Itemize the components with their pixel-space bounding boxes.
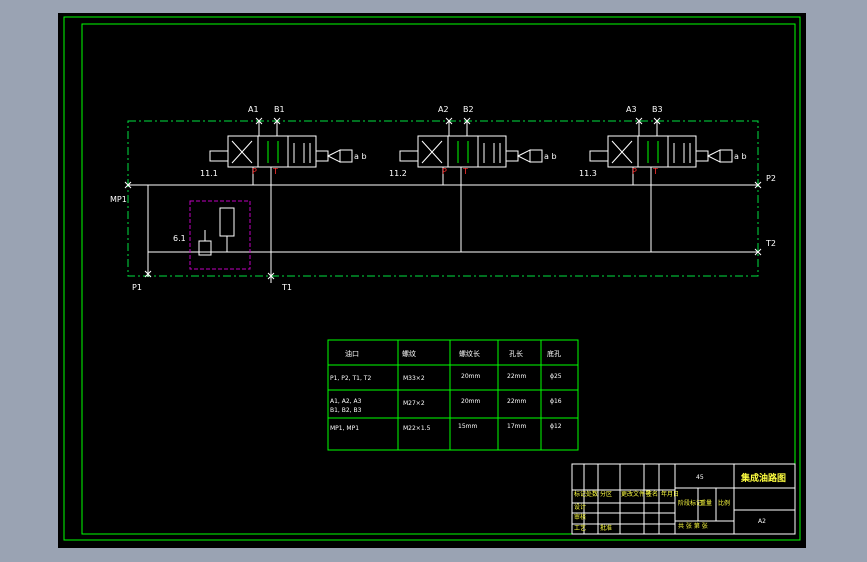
port-b3-label: B3 [652, 105, 663, 114]
scale-label: 比例 [718, 500, 731, 507]
role-label-process: 工艺 [574, 525, 587, 532]
valve-11-2-id: 11.2 [389, 169, 407, 178]
port-p1-label: P1 [132, 283, 142, 292]
table-cell-r3c4: 17mm [507, 423, 527, 430]
valve-11-2-ab: a b [544, 152, 557, 161]
table-cell-r1c2: M33×2 [403, 375, 425, 382]
table-cell-r2c5: ɸ16 [550, 398, 562, 405]
port-t1-label: T1 [282, 283, 292, 292]
table-header-thread-len: 螺纹长 [459, 350, 480, 358]
port-mp1-label: MP1 [110, 195, 127, 204]
directional-valve-11-1 [209, 121, 353, 168]
port-a1-label: A1 [248, 105, 259, 114]
valve-11-2-p: P [442, 167, 447, 176]
table-cell-r3c2: M22×1.5 [403, 425, 431, 432]
port-p2-label: P2 [766, 174, 776, 183]
rev-label-count: 处数 [586, 491, 599, 498]
valve-11-3-p: P [632, 167, 637, 176]
rev-label-doc: 更改文件号 [621, 491, 652, 498]
role-label-review: 审核 [574, 514, 587, 521]
valve-11-1-id: 11.1 [200, 169, 218, 178]
parts-table [327, 339, 579, 451]
table-header-port: 油口 [345, 350, 359, 358]
rev-label-zone: 分区 [600, 491, 613, 498]
drawing-title: 集成油路图 [741, 474, 787, 484]
rev-label-date: 年月日 [661, 491, 680, 498]
valve-11-3-t: T [653, 167, 658, 176]
sheet-count-label: 共 张 第 张 [678, 523, 708, 530]
sheet-size: A2 [758, 518, 766, 525]
drawing-sheet: A1 B1 A2 B2 A3 B3 P2 T2 P1 T1 MP1 11.1 a… [58, 13, 806, 548]
relief-valve-id: 6.1 [173, 234, 186, 243]
valve-11-3-id: 11.3 [579, 169, 597, 178]
table-cell-r2c1: A1, A2, A3 B1, B2, B3 [330, 398, 362, 414]
table-cell-r3c5: ɸ12 [550, 423, 562, 430]
valve-11-1-ab: a b [354, 152, 367, 161]
table-cell-r2c2: M27×2 [403, 400, 425, 407]
port-t2-label: T2 [766, 239, 776, 248]
hydraulic-schematic [63, 16, 801, 541]
table-cell-r1c1: P1, P2, T1, T2 [330, 375, 372, 382]
table-header-bottom-hole: 底孔 [547, 350, 561, 358]
inner-frame [81, 23, 796, 535]
table-cell-r3c1: MP1, MP1 [330, 425, 360, 432]
table-header-hole-len: 孔长 [509, 350, 523, 358]
weight-label: 重量 [700, 500, 713, 507]
port-b1-label: B1 [274, 105, 285, 114]
valve-11-1-t: T [273, 167, 278, 176]
port-a2-label: A2 [438, 105, 449, 114]
port-b2-label: B2 [463, 105, 474, 114]
table-cell-r3c3: 15mm [458, 423, 478, 430]
role-label-design: 设计 [574, 504, 587, 511]
valve-11-1-p: P [252, 167, 257, 176]
table-cell-r2c3: 20mm [461, 398, 481, 405]
stage-label: 阶段标记 [678, 500, 703, 507]
rev-label-sign: 签名 [646, 491, 659, 498]
directional-valve-11-2 [399, 121, 543, 168]
table-cell-r2c4: 22mm [507, 398, 527, 405]
table-cell-r1c3: 20mm [461, 373, 481, 380]
title-block-number: 45 [696, 474, 704, 481]
role-label-approve: 批准 [600, 525, 613, 532]
valve-11-3-ab: a b [734, 152, 747, 161]
port-markers [124, 117, 762, 280]
manifold-boundary [127, 120, 759, 277]
table-cell-r1c4: 22mm [507, 373, 527, 380]
relief-valve-6-1 [189, 200, 251, 270]
table-header-thread: 螺纹 [402, 350, 416, 358]
outer-frame [63, 16, 801, 541]
title-block [571, 463, 796, 535]
valve-11-2-t: T [463, 167, 468, 176]
table-cell-r1c5: ɸ25 [550, 373, 562, 380]
rev-label-mark: 标记 [574, 491, 587, 498]
directional-valve-11-3 [589, 121, 733, 168]
port-a3-label: A3 [626, 105, 637, 114]
